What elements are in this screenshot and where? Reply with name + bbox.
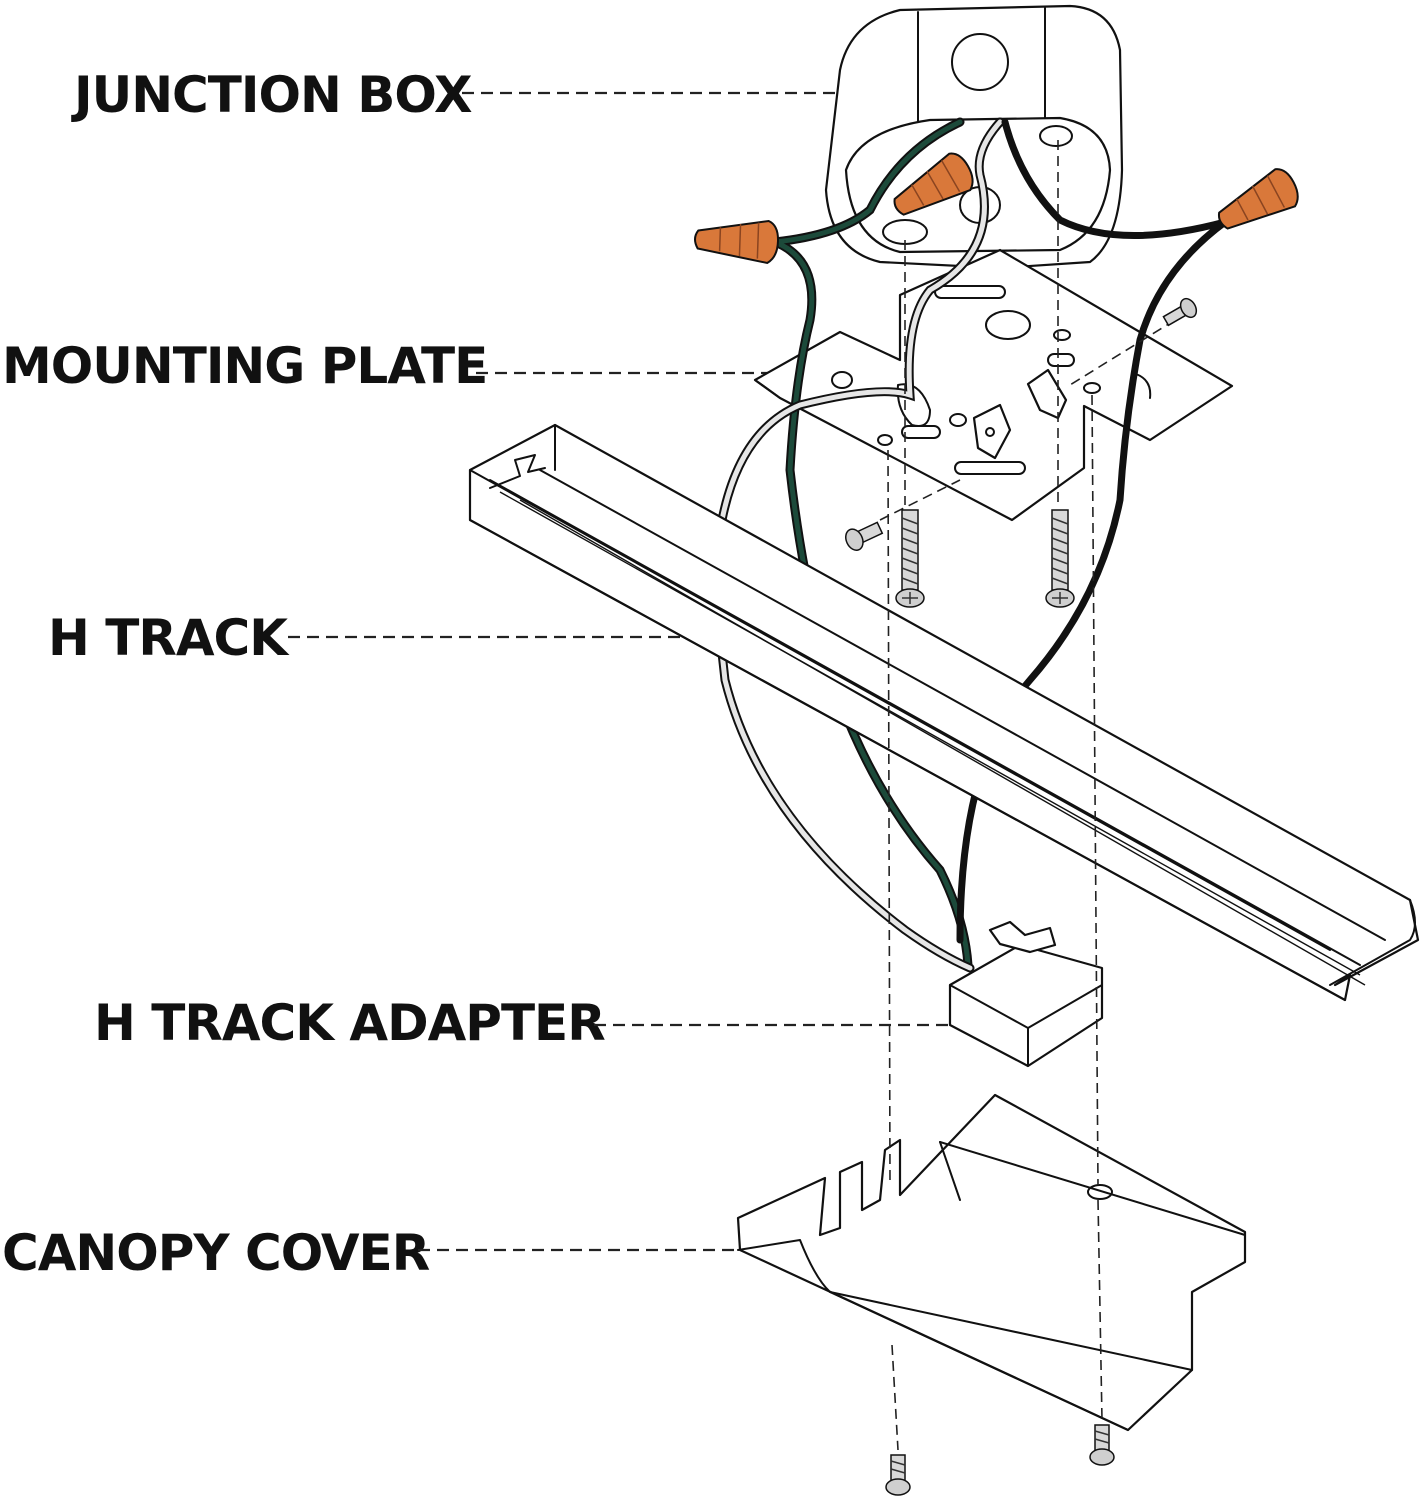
wire-nut-right (1217, 168, 1299, 230)
screw-bottom-right (1089, 1424, 1115, 1466)
wires (714, 117, 1228, 973)
wire-nut-center (893, 152, 974, 216)
label-junction-box: JUNCTION BOX (71, 66, 472, 124)
screw-small-right (1162, 297, 1198, 327)
canopy-cover (736, 1093, 1247, 1432)
mounting-plate (753, 248, 1234, 522)
screw-long-right (1045, 509, 1075, 608)
h-track-adapter (948, 920, 1104, 1068)
guide-lines (879, 140, 1176, 1451)
wire-nut-left (694, 219, 779, 265)
ground-wire (774, 119, 971, 968)
label-h-track-adapter: H TRACK ADAPTER (94, 994, 605, 1052)
label-mounting-plate: MOUNTING PLATE (2, 337, 487, 395)
wire-nuts (694, 152, 1299, 265)
label-h-track: H TRACK (48, 609, 290, 667)
h-track (468, 423, 1420, 1002)
screw-small-left (845, 521, 884, 551)
label-canopy-cover: CANOPY COVER (2, 1224, 430, 1282)
screw-bottom-left (885, 1454, 911, 1496)
screws (845, 297, 1198, 1496)
screw-long-left (895, 509, 925, 608)
neutral-wire (716, 119, 1003, 971)
